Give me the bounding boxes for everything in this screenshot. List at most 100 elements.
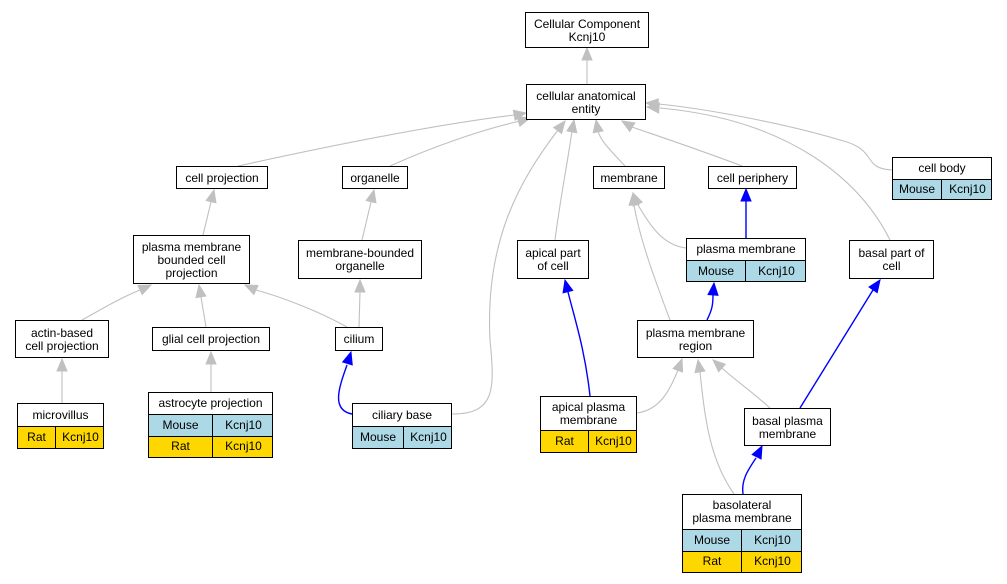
node-cell-projection[interactable]: cell projection [176,166,268,189]
gene-cell[interactable]: Kcnj10 [941,180,993,199]
edge-line [81,289,141,321]
species-cell[interactable]: Rat [555,434,574,448]
annotation-row: Mouse Kcnj10 [683,529,801,551]
edge-arrowhead [868,278,881,294]
node-label-line: ciliary base [371,407,433,422]
edge-basolateral-plasma-membrane-to-plasma-membrane-region [694,358,735,495]
edge-line [699,371,735,495]
gene-cell[interactable]: Kcnj10 [403,427,453,448]
node-cilium[interactable]: cilium [335,327,383,351]
node-label-line: projection [165,265,218,280]
edge-arrowhead [195,283,207,299]
node-glial-cell-projection[interactable]: glial cell projection [152,327,270,351]
species-cell[interactable]: Mouse [359,430,397,444]
species-cell[interactable]: Rat [171,439,190,454]
species-cell[interactable]: Mouse [162,417,199,432]
edge-line [721,367,771,409]
species-cell[interactable]: Mouse [693,532,731,547]
edge-apical-plasma-membrane-to-plasma-membrane-region [636,357,684,414]
gene-cell[interactable]: Kcnj10 [212,436,274,457]
node-label-line: plasma membrane [692,511,792,525]
species-cell[interactable]: Rat [27,430,46,444]
node-cell-periphery[interactable]: cell periphery [708,166,797,189]
edge-arrowhead [205,188,217,204]
gene-cell[interactable]: Kcnj10 [212,415,274,436]
edge-line [567,291,591,397]
species-cell[interactable]: Rat [702,554,722,569]
node-label-line: actin-based [30,325,94,340]
gene-cell[interactable]: Kcnj10 [745,261,807,281]
node-label-line: cell body [918,161,966,175]
node-title: organelle [343,167,407,189]
edge-line [358,291,361,328]
node-label-line: apical plasma [551,399,626,414]
node-label-line: plasma membrane [645,325,746,340]
edge-cell-periphery-to-cellular-anatomical-entity [620,120,743,167]
edge-line [389,120,521,167]
node-title: astrocyte projection [149,393,272,414]
edge-arrowhead [365,188,377,204]
edge-line [361,201,372,241]
edge-cellular-anatomical-entity-to-cellular-component [581,46,593,84]
edge-basolateral-plasma-membrane-to-basal-plasma-membrane [741,444,763,495]
node-label-line: microvillus [32,407,89,422]
species-cell[interactable]: Mouse [697,263,735,278]
edge-line [799,289,874,409]
edge-apical-part-of-cell-to-cellular-anatomical-entity [554,118,578,241]
species-cell[interactable]: Mouse [898,182,936,196]
edge-arrowhead [562,278,574,294]
gene-cell[interactable]: Kcnj10 [55,427,105,448]
gene-cell[interactable]: Kcnj10 [741,530,803,551]
node-membrane[interactable]: membrane [593,166,665,189]
node-title: plasma membrane [687,239,805,260]
edge-actin-based-cell-projection-to-plasma-membrane-bounded-cell-projection [81,284,153,321]
edge-line [597,130,626,167]
edge-cell-projection-to-cellular-anatomical-entity [237,109,528,167]
edge-organelle-to-cellular-anatomical-entity [389,116,532,167]
node-title: ciliary base [353,404,451,426]
edge-line [659,107,891,241]
edge-cilium-to-plasma-membrane-bounded-cell-projection [243,284,348,328]
edge-cilium-to-membrane-bounded-organelle [354,278,366,328]
edge-line [451,129,559,415]
gene-cell[interactable]: Kcnj10 [588,431,638,452]
gene-cell[interactable]: Kcnj10 [741,551,803,572]
edge-line [554,130,573,241]
edge-arrowhead [205,350,217,365]
node-label-line: cell periphery [716,170,789,185]
edge-arrowhead [628,191,640,206]
node-title: cell periphery [709,167,796,189]
node-label-line: cilium [343,332,375,346]
node-label-line: cell [882,259,901,273]
node-label-line: entity [571,101,601,116]
annotation-row: Rat Kcnj10 [18,426,103,448]
node-organelle[interactable]: organelle [342,166,408,189]
node-title: microvillus [18,404,103,426]
edge-line [636,369,679,414]
edge-arrowhead [751,444,763,460]
edge-plasma-membrane-to-cell-periphery [740,187,752,238]
edge-arrowhead [243,284,259,296]
